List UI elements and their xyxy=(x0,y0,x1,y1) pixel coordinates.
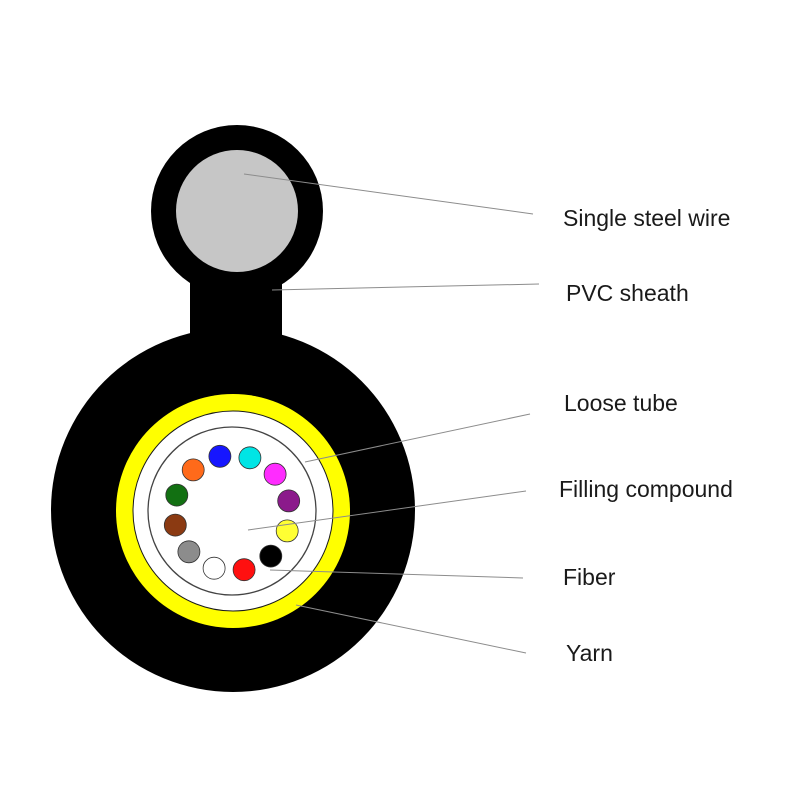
leader-line-loose-tube xyxy=(304,413,531,463)
fiber-group xyxy=(163,444,301,582)
fiber-brown xyxy=(163,513,187,537)
leader-line-filling xyxy=(247,490,527,531)
fiber-rose xyxy=(263,462,287,486)
fiber-orange xyxy=(181,458,205,482)
fiber-slate xyxy=(177,540,201,564)
fiber-red xyxy=(232,558,256,582)
fiber-aqua xyxy=(238,446,262,470)
label-pvc-sheath: PVC sheath xyxy=(566,280,689,306)
fiber-blue xyxy=(208,444,232,468)
fiber-white xyxy=(202,556,226,580)
leader-line-steel xyxy=(243,173,534,215)
leader-line-pvc xyxy=(271,283,540,291)
label-filling-compound: Filling compound xyxy=(559,476,733,502)
fiber-violet xyxy=(277,489,301,513)
label-yarn: Yarn xyxy=(566,640,613,666)
steel-wire xyxy=(176,150,298,272)
label-single-steel-wire: Single steel wire xyxy=(563,205,731,231)
fiber-green xyxy=(165,483,189,507)
label-fiber: Fiber xyxy=(563,564,616,590)
leader-line-yarn xyxy=(295,604,527,654)
label-loose-tube: Loose tube xyxy=(564,390,678,416)
leader-line-fiber xyxy=(269,569,524,579)
fiber-black xyxy=(259,544,283,568)
